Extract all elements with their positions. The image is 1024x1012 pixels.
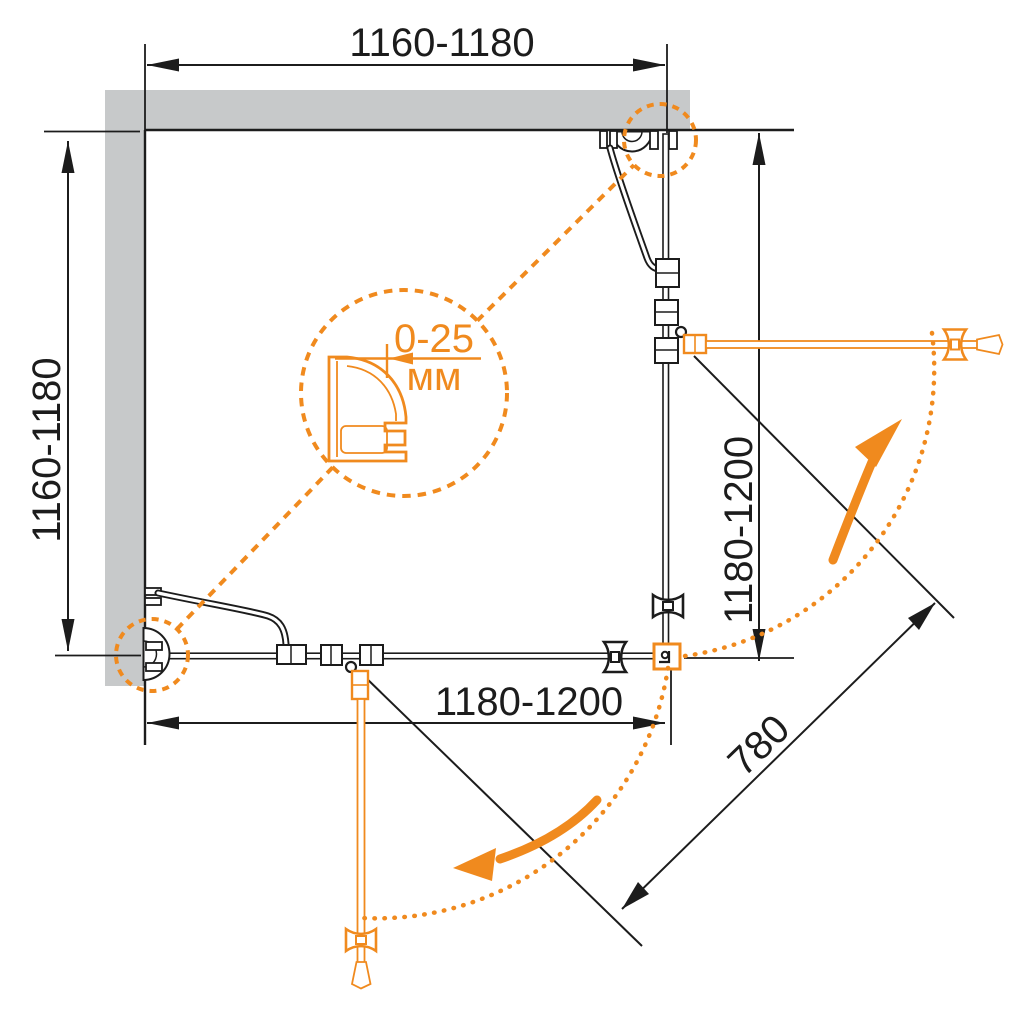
dimension-line — [621, 602, 936, 910]
arrowhead-lower — [622, 882, 649, 909]
door-end-cap — [350, 961, 372, 990]
dimension-bottom-label: 1180-1200 — [435, 680, 623, 724]
glass-clamp — [668, 130, 678, 150]
callout-leader-top — [475, 163, 636, 323]
detail-content: 0-25 мм — [327, 317, 481, 463]
hinge-bottom-door — [320, 644, 384, 674]
arrowhead-upper — [908, 603, 935, 630]
extension-line — [361, 673, 643, 947]
arm-tube-core — [608, 146, 662, 272]
corner-screw — [660, 650, 670, 660]
glass-clamp — [145, 662, 163, 672]
dimension-right: 1180-1200 — [684, 133, 794, 661]
arm-tube-core — [156, 591, 288, 646]
arrow-head — [453, 848, 496, 881]
arrow-shaft — [828, 457, 877, 565]
door-bottom-open — [344, 669, 378, 990]
arrow-shaft — [495, 795, 602, 864]
adjustment-unit-label: мм — [407, 355, 462, 399]
arrowhead-up — [752, 133, 766, 165]
dimension-top-label: 1160-1180 — [349, 21, 534, 65]
arrowhead-down — [61, 619, 75, 651]
swing-arc-bottom-door — [359, 665, 671, 921]
adjustment-range-label: 0-25 — [394, 317, 474, 361]
extension-line — [693, 355, 955, 619]
swing-arrow-bottom — [453, 795, 602, 881]
door-right-open — [682, 328, 1004, 361]
dimension-diagonal-label: 780 — [720, 707, 799, 785]
callout-circle-top-right — [622, 102, 698, 178]
glass-clamp — [649, 130, 659, 150]
arrowhead-right — [633, 716, 665, 730]
wall-band-left — [105, 90, 145, 686]
arrowhead-right — [633, 58, 665, 72]
arrowhead-left — [389, 352, 413, 365]
arm-wall-bracket — [144, 597, 162, 606]
dimension-left-label: 1160-1180 — [25, 357, 69, 542]
dimension-bottom: 1180-1200 — [147, 663, 672, 745]
profile-inner-arc — [346, 365, 397, 421]
callout-circle-bottom-left — [114, 617, 190, 693]
wall-profile-bottom-left — [142, 626, 171, 682]
support-arm-bottom-left — [144, 587, 307, 665]
arrowhead-left — [147, 716, 179, 730]
walls — [105, 90, 794, 745]
callout-leader-bottom — [175, 465, 335, 631]
arrowhead-left — [147, 58, 179, 72]
dimension-left: 1160-1180 — [25, 130, 141, 657]
door-end-cap — [976, 333, 1004, 356]
wall-band-top — [105, 90, 690, 130]
arrowhead-down — [752, 629, 766, 661]
profile-inner-chamber — [340, 425, 388, 454]
hinge-right-door — [654, 299, 688, 364]
dimension-right-label: 1180-1200 — [717, 436, 761, 624]
arrowhead-up — [61, 141, 75, 173]
glass-clamp — [145, 641, 163, 651]
door-glass — [356, 698, 366, 964]
swing-arrow-right — [828, 419, 902, 565]
support-arm-top-right — [599, 130, 680, 288]
arrow-head — [855, 419, 902, 467]
dimension-top: 1160-1180 — [144, 21, 668, 133]
arm-wall-bracket — [599, 130, 608, 149]
glass-right-panel — [662, 133, 670, 656]
door-glass — [705, 340, 979, 349]
arm-tube-outline — [154, 589, 290, 648]
corner-post — [652, 642, 682, 671]
glass-bottom-panel — [157, 652, 656, 660]
